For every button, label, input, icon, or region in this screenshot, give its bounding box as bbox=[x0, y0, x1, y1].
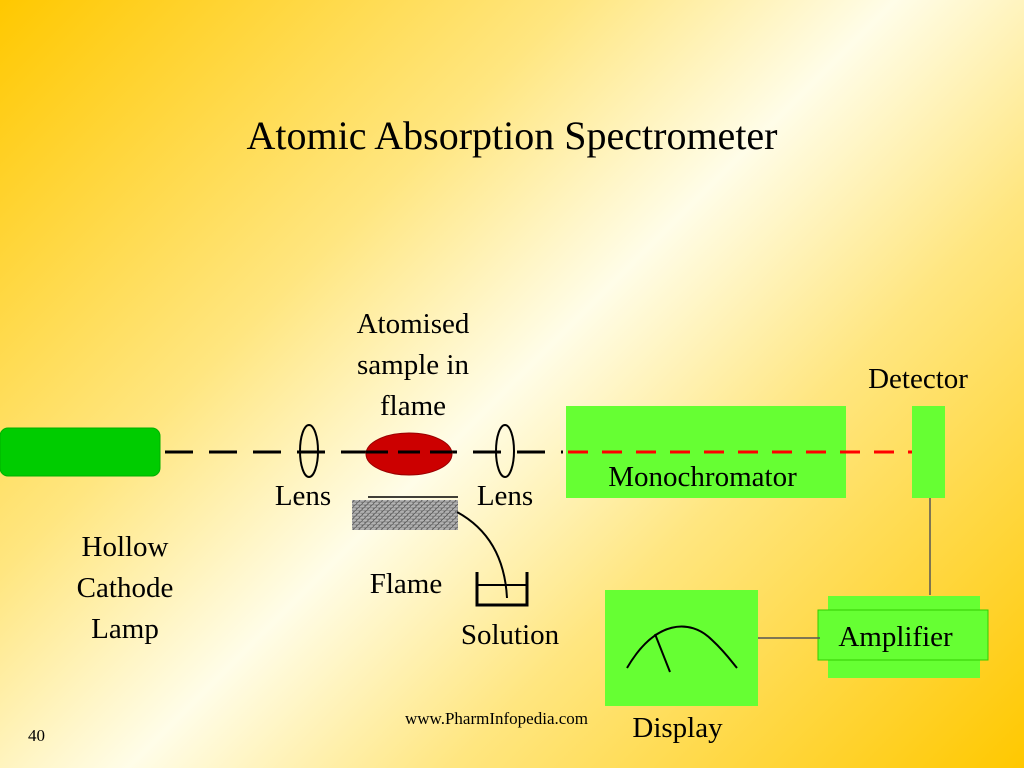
atomised-sample-flame bbox=[365, 432, 453, 476]
display-label: Display bbox=[632, 712, 723, 744]
capillary-tube bbox=[456, 511, 508, 599]
display-needle bbox=[654, 633, 671, 673]
lens-left-label: Lens bbox=[274, 480, 332, 512]
detector-box bbox=[912, 406, 945, 498]
flame-label: Flame bbox=[369, 568, 443, 600]
hollow-cathode-lamp-label: Hollow Cathode Lamp bbox=[76, 531, 174, 645]
solution-beaker-icon bbox=[475, 572, 529, 607]
hollow-cathode-lamp bbox=[0, 427, 161, 477]
display-box bbox=[605, 590, 758, 706]
detector-label: Detector bbox=[868, 363, 968, 395]
slide-number: 40 bbox=[28, 726, 45, 745]
burner-head bbox=[352, 500, 458, 530]
lens-right-label: Lens bbox=[476, 480, 534, 512]
lens-right-icon bbox=[495, 424, 515, 478]
lens-left-icon bbox=[299, 424, 319, 478]
solution-label: Solution bbox=[460, 619, 560, 651]
amplifier-label: Amplifier bbox=[838, 621, 953, 653]
footer-url: www.PharmInfopedia.com bbox=[405, 709, 589, 728]
slide-title: Atomic Absorption Spectrometer bbox=[246, 113, 778, 158]
monochromator-label: Monochromator bbox=[608, 461, 797, 493]
amplifier-front-box bbox=[817, 609, 989, 661]
atomised-sample-label: Atomised sample in flame bbox=[356, 308, 470, 422]
display-peak-curve bbox=[626, 625, 738, 669]
